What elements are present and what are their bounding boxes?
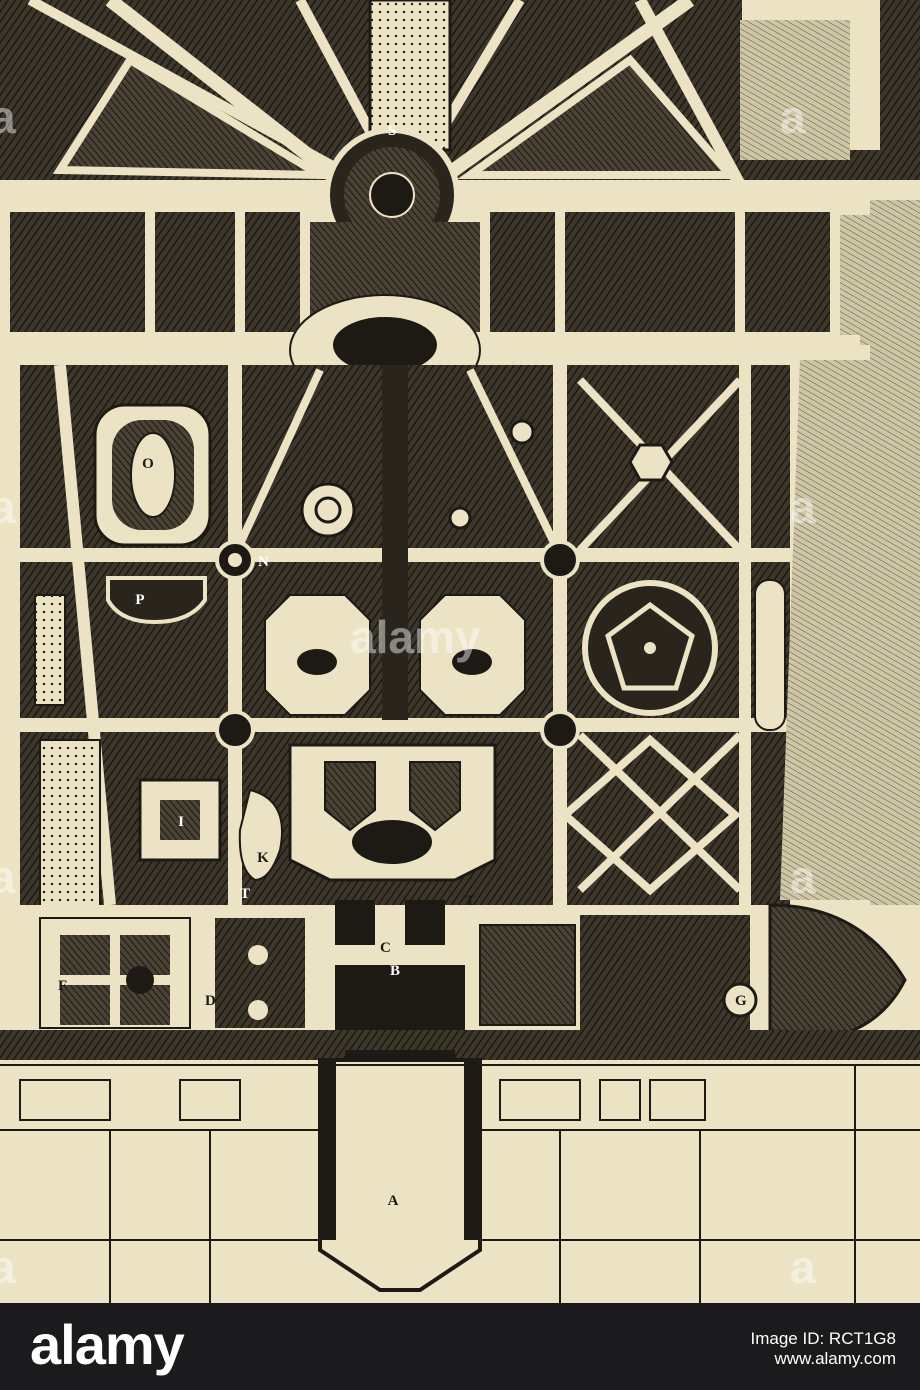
basin-p: P	[106, 576, 207, 625]
rond-point-sw	[215, 710, 255, 750]
town-blocks	[0, 1064, 920, 1303]
site-url[interactable]: www.alamy.com	[774, 1349, 896, 1368]
basin-o: O	[93, 403, 212, 547]
label-f: F	[58, 978, 67, 994]
garden-plan: S R	[0, 0, 920, 1303]
parterre-i: I	[138, 778, 222, 862]
west-grid-block	[39, 739, 101, 911]
label-a: A	[388, 1193, 399, 1209]
label-n: N	[258, 554, 269, 570]
north-woods	[0, 0, 920, 190]
rond-point-ne	[540, 540, 580, 580]
footer-bar: alamy Image ID: RCT1G8 www.alamy.com	[0, 1303, 920, 1390]
rond-point-se	[540, 710, 580, 750]
garden-plan-drawing: S R	[0, 0, 920, 1303]
label-o: O	[142, 456, 154, 472]
west-small-block	[34, 594, 66, 706]
image-id: Image ID: RCT1G8	[750, 1329, 897, 1348]
small-circle-east	[448, 506, 472, 530]
east-canals	[754, 579, 786, 731]
small-circle-north	[509, 419, 535, 445]
palace: B A	[0, 963, 920, 1292]
hexagon-pavilion	[628, 443, 674, 482]
label-d: D	[205, 993, 216, 1009]
label-t-east: T	[465, 893, 475, 909]
label-c: C	[380, 940, 391, 956]
central-pavilion-garden	[288, 743, 497, 882]
label-i: I	[178, 814, 184, 830]
label-t-west: T	[240, 886, 250, 902]
east-fields	[780, 200, 920, 920]
label-p: P	[135, 592, 144, 608]
image-info: Image ID: RCT1G8 www.alamy.com	[751, 1329, 897, 1369]
label-g: G	[735, 993, 747, 1009]
small-circle-west	[300, 482, 356, 538]
twin-octagons	[264, 594, 526, 716]
bosquet-k: K	[238, 788, 283, 882]
north-avenue	[0, 180, 920, 204]
pentagon-garden	[582, 580, 718, 716]
label-k: K	[257, 850, 269, 866]
alamy-logo[interactable]: alamy	[30, 1313, 185, 1376]
rond-point-n: N	[215, 540, 269, 580]
label-b: B	[390, 963, 400, 979]
label-s: S	[388, 123, 396, 139]
middle-woods	[10, 212, 910, 345]
